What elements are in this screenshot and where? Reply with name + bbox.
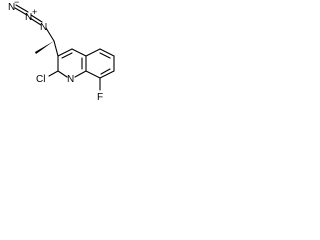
ring-bond-n-c2	[57, 70, 68, 78]
ring-bond-c4-c4a	[71, 48, 87, 57]
fluorine-label: F	[97, 92, 103, 103]
n-stereocenter-bond	[45, 27, 55, 42]
ring-bond-c8-c8a	[85, 70, 101, 79]
ring-bond-c4a-c5	[85, 48, 101, 57]
c-cl-bond	[48, 70, 59, 77]
azide-n-n-bond-1b	[14, 7, 28, 16]
stereocenter-ring-bond	[53, 40, 59, 57]
azide-n-label-3: N	[40, 22, 47, 33]
stereo-methyl-bond	[35, 41, 54, 54]
chlorine-label: Cl	[36, 74, 45, 85]
azide-n-label-1: N	[8, 2, 15, 13]
ring-nitrogen-label: N	[67, 74, 74, 85]
chemical-structure-diagram: N − N + N N Cl F	[0, 0, 130, 112]
azide-minus-charge: −	[14, 0, 19, 7]
azide-plus-charge: +	[32, 7, 37, 17]
azide-n-n-bond-2b	[29, 17, 42, 26]
ring-bond-c3-c4	[57, 48, 73, 57]
ring-double-bond-1	[61, 52, 73, 59]
azide-n-n-bond-1	[15, 4, 29, 13]
ring-bond-c8a-n	[74, 70, 87, 78]
ring-double-bond-3	[99, 52, 111, 59]
azide-n-n-bond-2	[30, 14, 43, 23]
azide-n-label-2: N	[25, 12, 32, 23]
molecule-drawing: N − N + N N Cl F	[8, 0, 115, 103]
ring-bond-c7-c8	[99, 70, 115, 79]
ring-bond-c5-c6	[99, 48, 115, 57]
ring-double-bond-4	[100, 68, 111, 75]
